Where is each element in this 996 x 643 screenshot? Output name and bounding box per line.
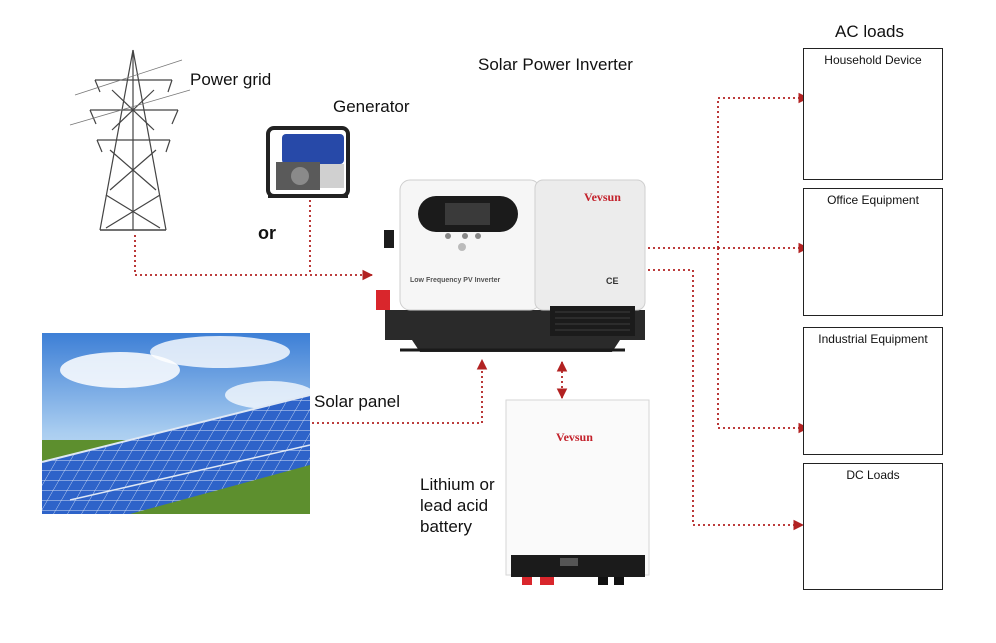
ac-loads-header: AC loads bbox=[835, 22, 904, 41]
office-equipment-box: Office Equipment bbox=[803, 188, 943, 316]
battery-brand-logo: Vevsun bbox=[556, 430, 593, 444]
household-device-box: Household Device bbox=[803, 48, 943, 180]
office-equipment-title: Office Equipment bbox=[827, 193, 919, 207]
battery-label-line-3: battery bbox=[420, 517, 472, 536]
industrial-equipment-box: Industrial Equipment bbox=[803, 327, 943, 455]
inverter-cert-mark: CE bbox=[606, 276, 619, 286]
solar-panel-photo bbox=[41, 333, 315, 514]
or-label: or bbox=[258, 223, 276, 243]
inverter-model-text: Low Frequency PV Inverter bbox=[410, 277, 501, 284]
battery-label: Lithium or lead acid battery bbox=[420, 474, 495, 537]
power-grid-tower-icon bbox=[69, 49, 191, 231]
solar-panel-label: Solar panel bbox=[314, 392, 401, 411]
diagram-title: Solar Power Inverter bbox=[478, 55, 633, 74]
generator-icon bbox=[266, 126, 350, 198]
industrial-equipment-title: Industrial Equipment bbox=[818, 332, 928, 346]
power-grid-label: Power grid bbox=[190, 70, 272, 89]
generator-label: Generator bbox=[333, 97, 410, 116]
battery-device bbox=[505, 399, 650, 585]
inverter-device bbox=[376, 179, 646, 352]
connection-lines bbox=[134, 92, 810, 531]
inverter-brand-logo: Vevsun bbox=[584, 190, 621, 204]
battery-label-line-1: Lithium or bbox=[420, 475, 495, 494]
household-device-title: Household Device bbox=[824, 53, 922, 67]
dc-loads-title: DC Loads bbox=[846, 468, 900, 482]
dc-loads-box: DC Loads bbox=[803, 463, 943, 590]
battery-label-line-2: lead acid bbox=[420, 496, 489, 515]
